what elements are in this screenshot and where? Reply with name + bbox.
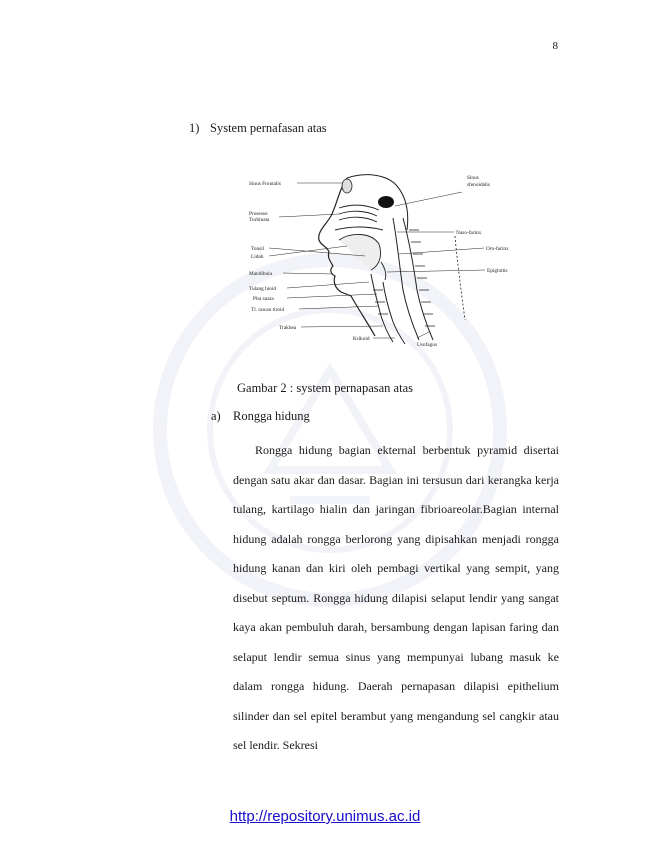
footer: http://repository.unimus.ac.id [0, 808, 650, 825]
label-usofagus: Usofagus [417, 341, 437, 348]
figure-caption: Gambar 2 : system pernapasan atas [237, 381, 413, 395]
body-paragraph: Rongga hidung bagian ekternal berbentuk … [233, 443, 559, 752]
label-trakhea: Trakhea [279, 325, 297, 331]
label-krikoid: Krikoid [353, 336, 370, 342]
label-mandibula: Mandibula [249, 271, 273, 277]
label-sfenoidalis: sfenoidalis [467, 181, 490, 188]
page-number: 8 [552, 40, 559, 52]
label-lidah: Lidah [251, 254, 264, 260]
anatomy-drawing: Sinus Frontalis Prosesus Turbinata Tonsi… [249, 174, 509, 348]
label-sinus-frontalis: Sinus Frontalis [249, 181, 281, 187]
section-title: System pernafasan atas [210, 121, 327, 135]
section-number: 1) [189, 121, 200, 135]
subsection-number: a) [211, 409, 221, 423]
label-epiglottis: Epiglottis [487, 268, 508, 274]
label-turbinata: Turbinata [249, 217, 270, 223]
label-sinus: Sinus [467, 175, 479, 181]
subsection-title: Rongga hidung [233, 409, 310, 423]
respiratory-anatomy-figure: Sinus Frontalis Prosesus Turbinata Tonsi… [247, 170, 522, 355]
label-naso-farinx: Naso-farinx [456, 229, 482, 236]
label-tulang-hioid: Tulang hioid [249, 286, 276, 292]
section-heading: 1) System pernafasan atas [189, 121, 327, 136]
label-pita-suara: Pita suara [253, 296, 274, 302]
subsection-heading: a) Rongga hidung [211, 409, 310, 424]
label-tl-rawan-tiroid: Tl. rawan tiroid [251, 307, 284, 313]
label-prosesus: Prosesus [249, 211, 268, 217]
label-oro-farinx: Oro-farinx [486, 245, 509, 252]
label-tonsil: Tonsil [251, 246, 265, 252]
repository-link[interactable]: http://repository.unimus.ac.id [229, 808, 421, 825]
